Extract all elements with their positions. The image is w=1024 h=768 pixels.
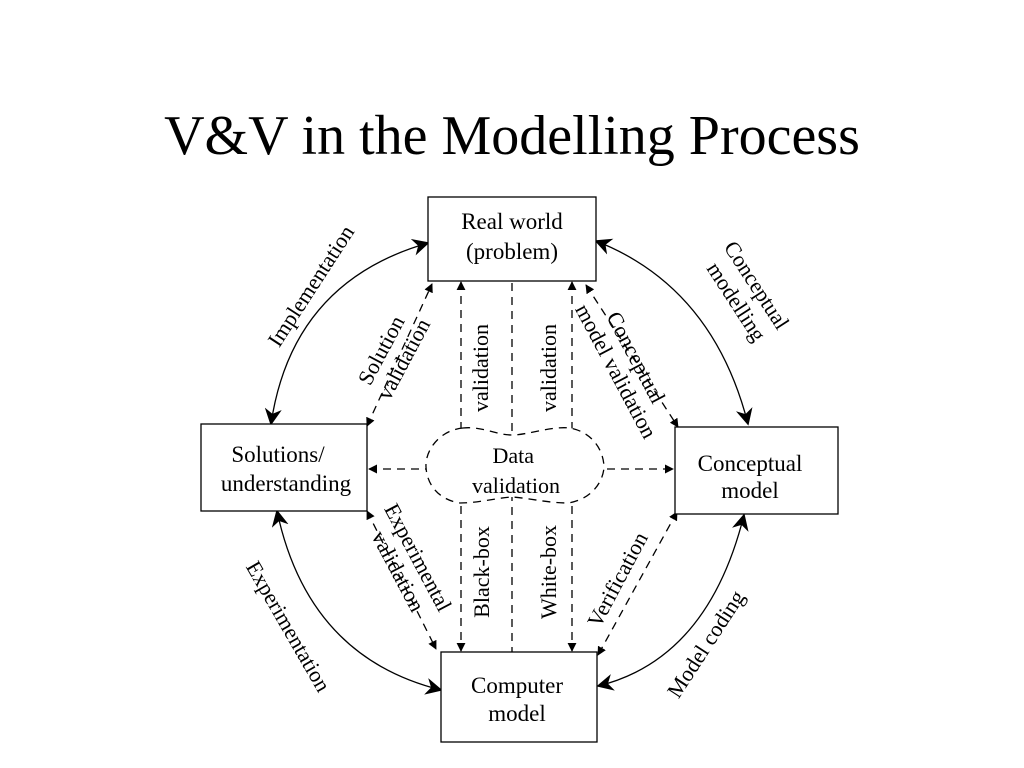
page-title: V&V in the Modelling Process bbox=[164, 105, 860, 167]
data-validation-cloud bbox=[425, 427, 605, 504]
conceptual-model-validation-label: Conceptual model validation bbox=[570, 288, 683, 442]
experimental-validation-label: Experimental validation bbox=[358, 499, 459, 632]
svg-text:Solutions/understanding: Solutions/understanding bbox=[221, 442, 352, 496]
conceptual-modelling-label: Conceptual modelling bbox=[697, 236, 797, 352]
experimental-validation-arrow bbox=[366, 510, 437, 650]
validation-right-label: validation bbox=[536, 324, 561, 412]
model-coding-label: Model coding bbox=[662, 586, 750, 703]
model-coding-arrow bbox=[596, 513, 749, 691]
implementation-label: Implementation bbox=[262, 221, 359, 351]
conceptual-modelling-arrow bbox=[594, 238, 753, 426]
implementation-arrow bbox=[264, 239, 430, 426]
solution-validation-arrow bbox=[366, 283, 433, 427]
white-box-label: White-box bbox=[536, 525, 561, 619]
data-validation-label: Data validation bbox=[472, 443, 560, 498]
experimentation-label: Experimentation bbox=[241, 557, 336, 696]
solutions-node: Solutions/understanding bbox=[200, 423, 368, 512]
experimentation-arrow bbox=[271, 509, 443, 695]
svg-text:Real world(problem): Real world(problem) bbox=[461, 209, 563, 264]
validation-left-label: validation bbox=[468, 324, 493, 412]
conceptual-model-validation-arrow bbox=[585, 284, 679, 428]
black-box-label: Black-box bbox=[469, 526, 494, 618]
verification-label: Verification bbox=[582, 528, 653, 631]
real-world-node: Real world(problem) bbox=[427, 196, 597, 282]
solution-validation-label: Solution validation bbox=[351, 303, 436, 404]
